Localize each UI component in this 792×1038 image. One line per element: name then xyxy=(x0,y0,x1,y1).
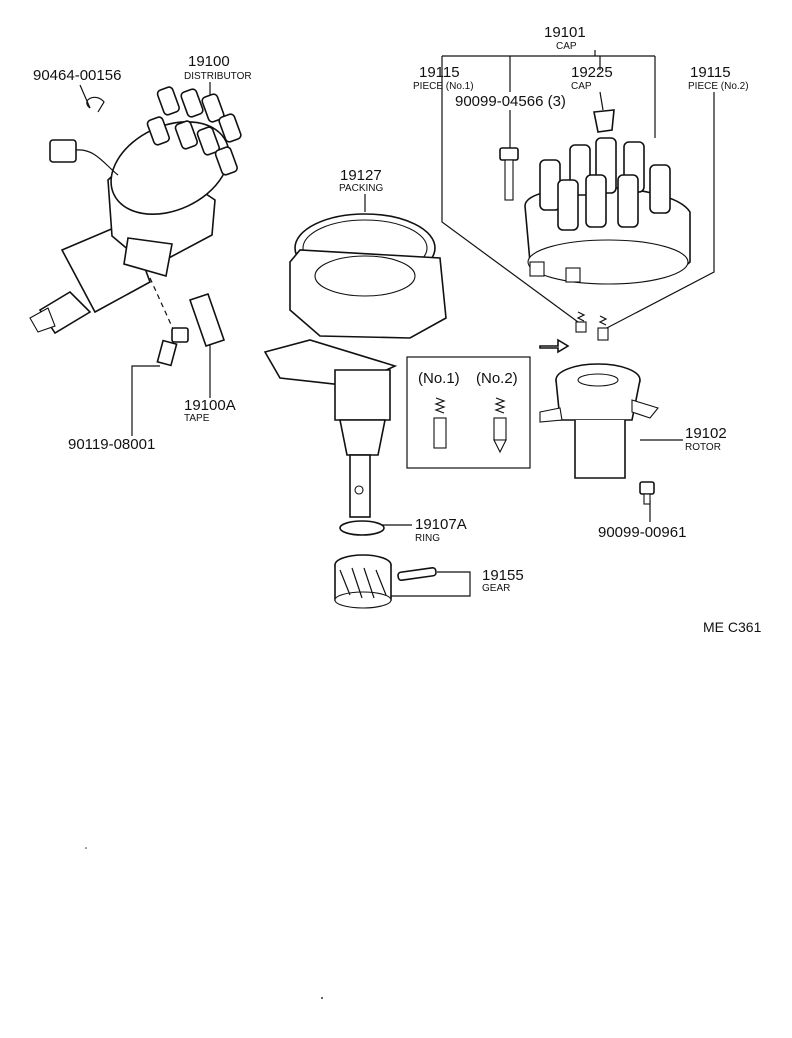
part-name-piece-no2: PIECE (No.2) xyxy=(688,81,749,92)
part-name-cap-19225: CAP xyxy=(571,81,592,92)
part-name-piece-no1: PIECE (No.1) xyxy=(413,81,474,92)
part-number-90119-08001: 90119-08001 xyxy=(68,436,155,453)
distributor-assembly xyxy=(29,86,242,335)
screw-90099-00961 xyxy=(639,481,655,505)
cap-towers xyxy=(539,137,671,231)
part-number-19115-no2: 19115 xyxy=(690,64,731,81)
part-number-19100: 19100 xyxy=(188,53,230,70)
bolt-90119 xyxy=(156,327,189,367)
piece-no2 xyxy=(597,315,609,341)
piece-no1 xyxy=(575,311,587,333)
housing-assembly xyxy=(263,213,447,518)
screw-90099-04566 xyxy=(499,147,519,201)
gear-part xyxy=(334,554,392,609)
distributor-cap-towers xyxy=(146,86,242,176)
inset-label-no1: (No.1) xyxy=(418,370,460,387)
part-number-90099-00961: 90099-00961 xyxy=(598,524,686,541)
tape-part xyxy=(188,292,226,348)
part-name-rotor: ROTOR xyxy=(685,442,721,453)
arrow-icon xyxy=(539,338,570,354)
part-number-19101: 19101 xyxy=(544,24,586,41)
leader-lines xyxy=(79,50,715,597)
part-name-ring: RING xyxy=(415,533,440,544)
part-number-19155: 19155 xyxy=(482,567,524,584)
part-number-19127: 19127 xyxy=(340,167,382,184)
rotor-19102 xyxy=(539,363,659,479)
gear-pin xyxy=(397,566,437,582)
part-name-gear: GEAR xyxy=(482,583,510,594)
ring-part xyxy=(339,520,385,536)
part-number-19225: 19225 xyxy=(571,64,613,81)
part-number-19115-no1: 19115 xyxy=(419,64,460,81)
part-number-19107A: 19107A xyxy=(415,516,467,533)
part-name-tape: TAPE xyxy=(184,413,210,424)
part-name-distributor: DISTRIBUTOR xyxy=(184,71,252,82)
part-number-19102: 19102 xyxy=(685,425,727,442)
part-name-packing: PACKING xyxy=(339,183,383,194)
part-number-90099-04566: 90099-04566 (3) xyxy=(455,93,566,110)
reference-code: ME C361 xyxy=(703,619,762,635)
inset-box: (No.1) (No.2) xyxy=(406,356,531,469)
inset-label-no2: (No.2) xyxy=(476,370,518,387)
cap-19225 xyxy=(593,109,615,133)
part-name-cap-19101: CAP xyxy=(556,41,577,52)
part-number-19100A: 19100A xyxy=(184,397,236,414)
part-number-90464-00156: 90464-00156 xyxy=(33,67,121,84)
cap-19101 xyxy=(524,137,691,285)
